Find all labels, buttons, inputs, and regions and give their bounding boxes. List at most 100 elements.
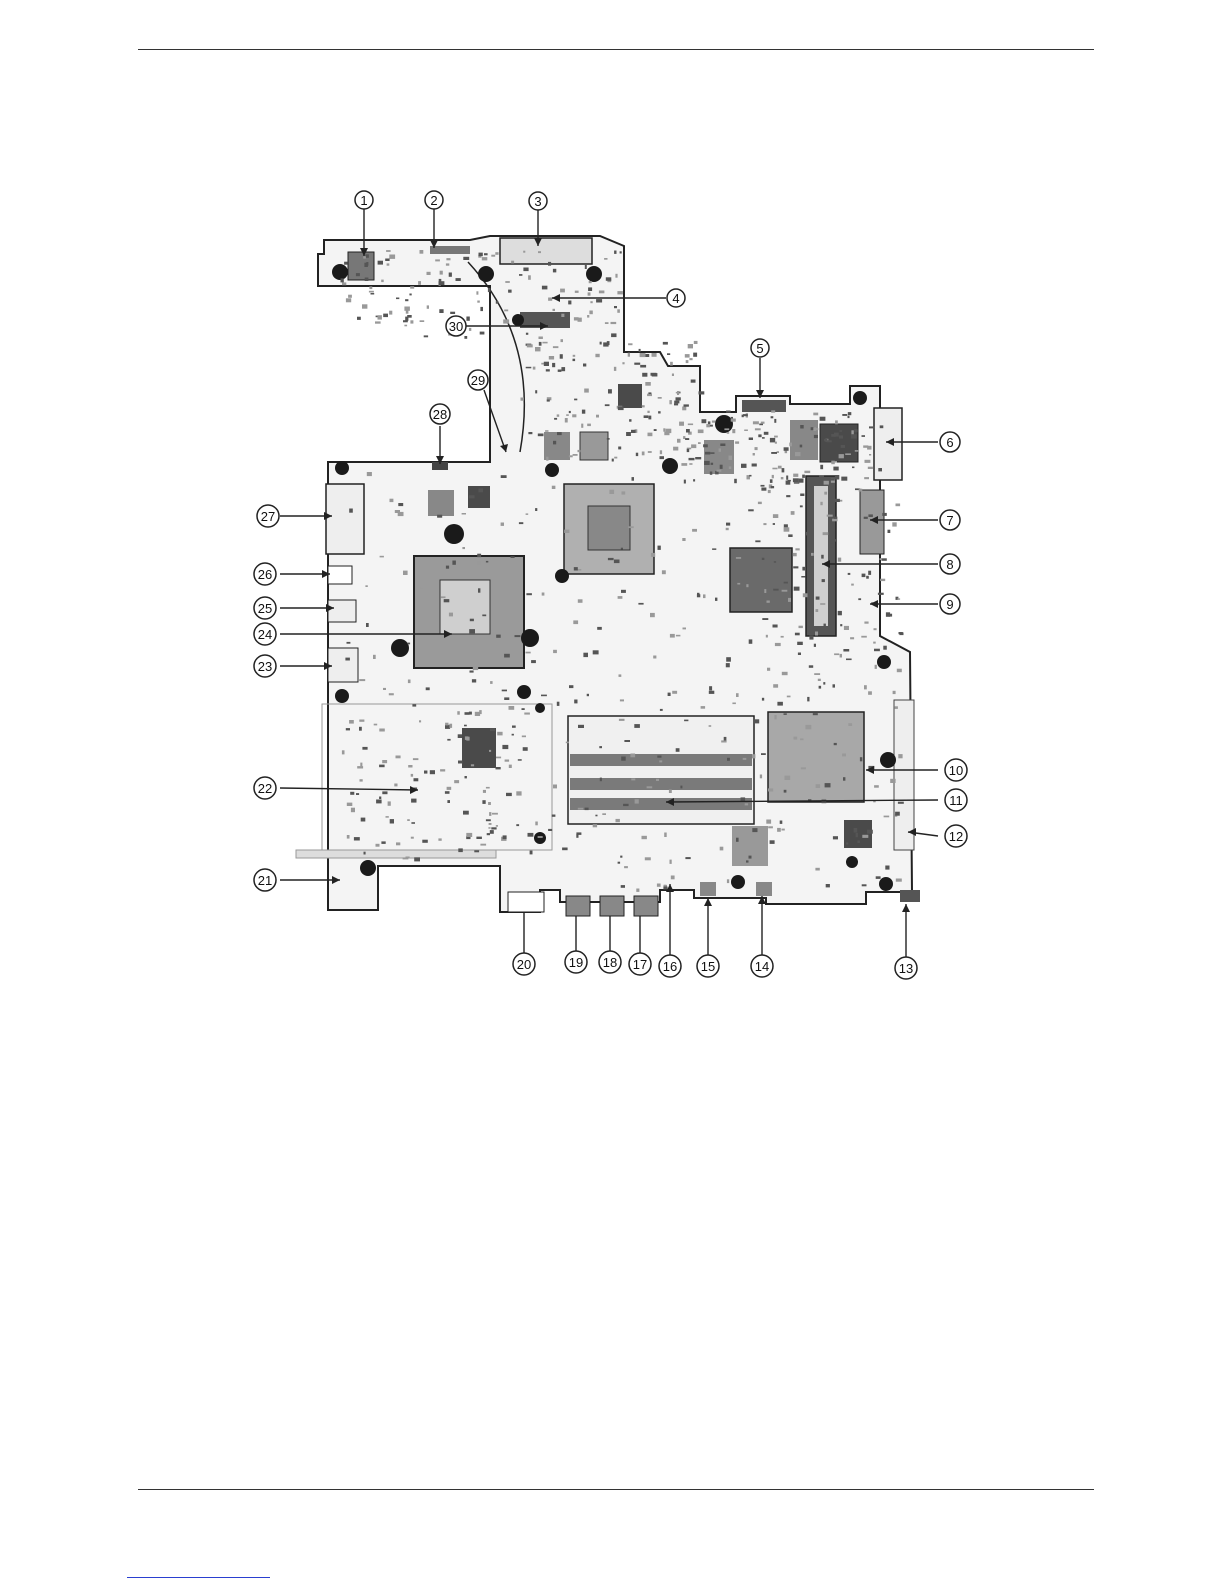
smd-component <box>863 445 868 447</box>
smd-component <box>631 778 635 780</box>
smd-component <box>557 414 560 416</box>
smd-component <box>490 830 494 834</box>
smd-component <box>469 712 472 715</box>
smd-component <box>841 477 847 481</box>
smd-component <box>403 320 408 322</box>
smd-component <box>736 693 739 697</box>
callout-14: 14 <box>751 955 773 977</box>
smd-component <box>820 465 823 469</box>
smd-component <box>710 452 714 454</box>
smd-component <box>466 833 472 837</box>
smd-component <box>658 411 661 413</box>
smd-component <box>674 401 679 404</box>
smd-component <box>669 790 672 794</box>
smd-component <box>711 463 714 465</box>
smd-component <box>636 889 639 892</box>
smd-component <box>794 482 799 484</box>
smd-component <box>439 281 445 285</box>
smd-component <box>743 414 748 416</box>
smd-component <box>818 679 821 681</box>
smd-component <box>373 655 376 659</box>
smd-component <box>659 760 662 762</box>
smd-component <box>542 342 547 344</box>
smd-component <box>501 475 507 478</box>
callout-27: 27 <box>257 505 279 527</box>
smd-component <box>764 589 766 593</box>
smd-component <box>554 418 557 420</box>
smd-component <box>526 333 528 335</box>
smd-component <box>504 310 508 312</box>
smd-component <box>546 369 550 371</box>
smd-component <box>640 365 646 368</box>
smd-component <box>789 443 792 447</box>
smd-component <box>859 489 863 492</box>
smd-component <box>542 286 548 290</box>
smd-component <box>572 414 576 417</box>
smd-component <box>709 686 712 690</box>
smd-component <box>833 467 838 471</box>
smd-component <box>482 800 485 804</box>
smd-component <box>788 480 791 482</box>
smd-component <box>359 679 365 681</box>
smd-component <box>589 281 592 283</box>
smd-component <box>583 653 588 657</box>
callout-26: 26 <box>254 563 276 585</box>
smd-component <box>648 392 651 394</box>
smd-component <box>770 840 775 844</box>
smd-component <box>597 627 602 630</box>
smd-component <box>880 425 884 428</box>
smd-component <box>729 466 732 469</box>
smd-component <box>683 436 685 439</box>
smd-component <box>476 837 482 839</box>
smd-component <box>411 822 415 824</box>
smd-component <box>767 668 770 671</box>
smd-component <box>406 311 409 314</box>
smd-component <box>851 584 854 586</box>
smd-component <box>424 771 427 774</box>
smd-component <box>708 421 711 424</box>
smd-component <box>816 609 819 612</box>
smd-component <box>469 328 471 331</box>
smd-component <box>749 475 751 477</box>
smd-component <box>782 590 788 592</box>
smd-component <box>860 757 862 761</box>
smd-component <box>548 262 551 266</box>
smd-component <box>752 828 757 832</box>
smd-component <box>788 598 791 602</box>
smd-component <box>873 642 876 644</box>
smd-component <box>348 295 352 298</box>
smd-component <box>605 404 610 406</box>
smd-component <box>764 432 769 435</box>
callout-11: 11 <box>945 789 967 811</box>
smd-component <box>573 359 576 361</box>
smd-component <box>813 413 818 416</box>
smd-component <box>359 727 362 731</box>
smd-component <box>628 353 630 357</box>
smd-component <box>526 513 529 515</box>
smd-component <box>450 312 455 314</box>
smd-component <box>804 471 810 473</box>
smd-component <box>676 635 681 637</box>
smd-component <box>684 480 686 484</box>
smd-component <box>466 317 469 321</box>
smd-component <box>784 527 790 531</box>
smd-component <box>698 430 704 434</box>
smd-component <box>760 775 762 779</box>
smd-component <box>374 724 378 726</box>
smd-component <box>524 713 530 715</box>
smd-component <box>770 438 775 443</box>
smd-component <box>409 294 411 296</box>
smd-component <box>666 429 672 433</box>
smd-component <box>521 398 525 401</box>
smd-component <box>366 262 368 266</box>
smd-component <box>346 728 350 730</box>
smd-component <box>749 639 753 643</box>
smd-component <box>635 799 639 803</box>
callout-number: 20 <box>517 957 531 972</box>
smd-component <box>663 428 665 431</box>
smd-component <box>762 618 768 620</box>
smd-component <box>648 433 653 437</box>
smd-component <box>360 763 362 767</box>
smd-component <box>389 693 394 695</box>
side-connector <box>894 700 914 850</box>
